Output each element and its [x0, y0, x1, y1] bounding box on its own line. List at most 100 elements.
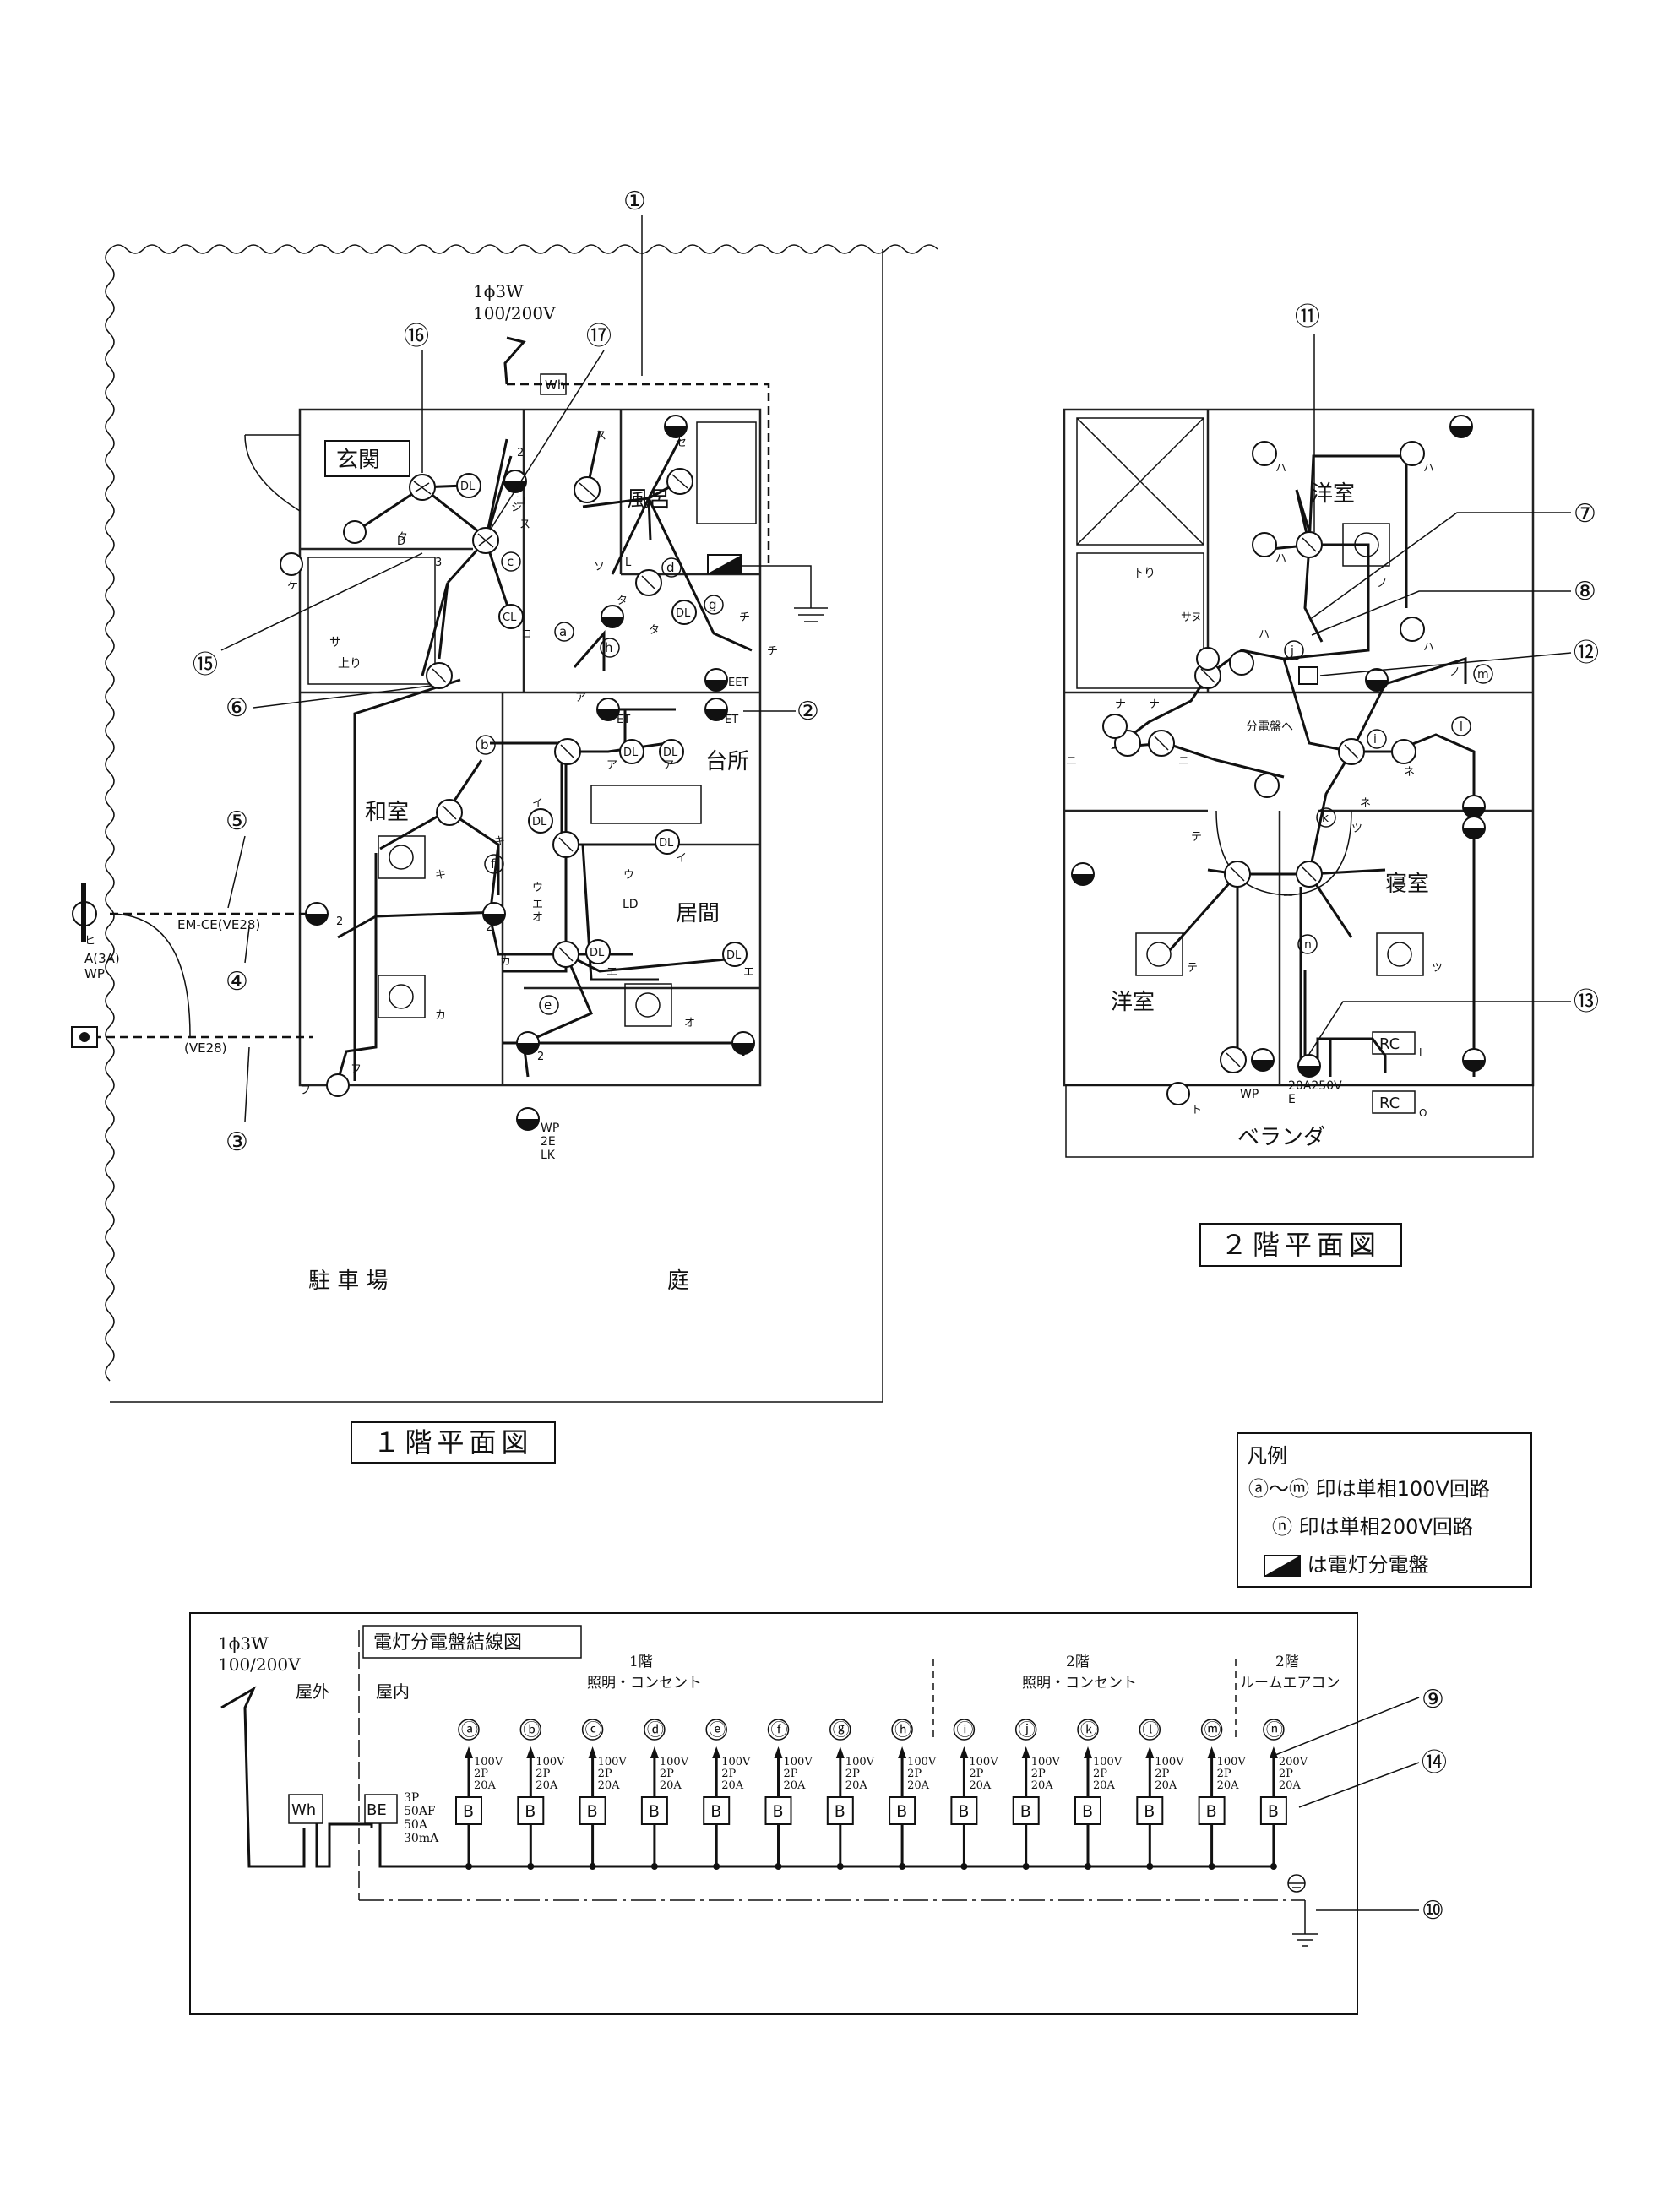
kana-ki: キ [435, 869, 446, 882]
legend: 凡例 ⓐ～ⓜ 印は単相100V回路 ⓝ 印は単相200V回路 は電灯分電盤 [1237, 1432, 1532, 1588]
earth-terminal-mark [1288, 1882, 1305, 1888]
stairs-up: 上り [338, 657, 362, 671]
meter-to-be [315, 1822, 373, 1868]
room-veranda: ベランダ [1237, 1125, 1325, 1150]
meter-label: Wh [545, 378, 565, 393]
floor2-plan: i j k l m n RC RC I O 20A250V E WP 下り 分電… [1063, 408, 1535, 1158]
wh-meter-label: Wh [291, 1801, 316, 1819]
dl-5 [528, 808, 553, 834]
kana2-nu: ヌ [1191, 611, 1202, 624]
branch-node-5 [775, 1863, 782, 1870]
room-shinshitsu: 寝室 [1385, 872, 1429, 897]
bus-bar [378, 1823, 1275, 1868]
cl-1 [498, 604, 524, 629]
site-boundary-top [109, 244, 938, 254]
wh-meter-box [288, 1794, 323, 1824]
area-garden: 庭 [667, 1268, 689, 1294]
void-box [1076, 417, 1204, 546]
branch-spec-13-0: 200V [1279, 1756, 1308, 1768]
branch-spec-0-0: 100V [474, 1756, 503, 1768]
cable-label-1: EM-CE(VE28) [177, 917, 260, 932]
wiring-frame [189, 1612, 1358, 2015]
branch-breaker-label-1: B [525, 1802, 536, 1821]
branch-letter-circle-9 [1014, 1719, 1037, 1741]
outlet-200v-e: E [1288, 1093, 1296, 1106]
branch-node-13 [1270, 1863, 1277, 1870]
dl-2 [671, 600, 697, 625]
branch-letter-11: ⓛ [1142, 1719, 1159, 1740]
outdoor-pole [81, 883, 86, 942]
service-entry [220, 1686, 306, 1868]
ac-2f-2-circle [1146, 942, 1172, 967]
branch-breaker-label-12: B [1206, 1802, 1217, 1821]
branch-breaker-box-1 [517, 1796, 545, 1825]
to-panel: 分電盤へ [1246, 720, 1293, 734]
rc-i-box [1372, 1031, 1416, 1055]
branch-spec-9-1: 2P [1031, 1768, 1046, 1780]
branch-breaker-label-10: B [1082, 1802, 1093, 1821]
room-yoshitsu-1: 洋室 [1311, 481, 1355, 507]
be-spec-3: 50A [404, 1818, 428, 1832]
circuit-e: e [544, 997, 552, 1013]
floor1-voltage: 100/200V [473, 303, 556, 323]
circuit-m: m [1477, 668, 1489, 682]
branch-spec-4-2: 20A [721, 1779, 744, 1792]
group3-sub: ルームエアコン [1240, 1675, 1340, 1692]
branch-spec-4-1: 2P [721, 1768, 736, 1780]
branch-breaker-box-2 [579, 1796, 606, 1825]
service-drop [503, 336, 526, 385]
branch-arrow-4 [712, 1746, 721, 1758]
dl-1 [456, 473, 481, 498]
dl-text-1: DL [460, 481, 476, 493]
circuit-b: b [481, 737, 489, 752]
legend-row-panel: は電灯分電盤 [1264, 1548, 1429, 1578]
branch-spec-9-2: 20A [1031, 1779, 1054, 1792]
branch-breaker-label-11: B [1144, 1802, 1155, 1821]
ac-2f-1 [1342, 523, 1390, 567]
branch-breaker-label-8: B [958, 1802, 969, 1821]
callout-14-leader [1298, 1762, 1420, 1808]
group-dividers [932, 1659, 1237, 1740]
branch-node-9 [1022, 1863, 1030, 1870]
legend-row-100v: ⓐ～ⓜ 印は単相100V回路 [1248, 1472, 1490, 1502]
branch-letter-circle-3 [644, 1719, 666, 1741]
label-indoor: 屋内 [376, 1681, 410, 1702]
floor1-plan: Wh 1ϕ3W 100/200V A(3A) WP EM-CE(VE28) (V… [71, 244, 938, 1403]
branch-arrow-10 [1084, 1746, 1092, 1758]
branch-arrow-12 [1207, 1746, 1216, 1758]
dl-text-6: DL [659, 837, 674, 850]
branch-letter-4: ⓔ [709, 1719, 726, 1740]
branch-spec-2-2: 20A [598, 1779, 621, 1792]
circuit-h: h [605, 640, 613, 655]
circuit-g: g [709, 597, 717, 612]
outlet-lk-label: LK [541, 1149, 556, 1162]
branch-arrow-13 [1269, 1746, 1278, 1758]
ld-label: LD [623, 898, 639, 911]
wp-2f: WP [1240, 1088, 1259, 1101]
wiring-title-box [362, 1625, 582, 1659]
branch-spec-1-0: 100V [536, 1756, 565, 1768]
branch-arrow-5 [774, 1746, 783, 1758]
branch-breaker-box-0 [455, 1796, 482, 1825]
branch-letter-circle-0 [458, 1719, 480, 1741]
room-ima: 居間 [676, 901, 720, 926]
eet-label: EET [728, 676, 748, 689]
outdoor-pole-2 [71, 1026, 98, 1048]
circuit-d: d [666, 560, 675, 575]
kana2-ha-3: ハ [1275, 552, 1286, 565]
branch-letter-12: ⓜ [1204, 1719, 1221, 1740]
branch-arrow-2 [588, 1746, 597, 1758]
room-genkan: 玄関 [336, 448, 380, 473]
junction-box [1298, 666, 1318, 685]
callout-8: ⑧ [1574, 577, 1596, 606]
panel-board-1f [707, 554, 828, 622]
branch-spec-7-0: 100V [907, 1756, 937, 1768]
legend-200v-text: 印は単相200V回路 [1298, 1515, 1473, 1539]
branch-node-6 [836, 1863, 844, 1870]
kana2-ni-2: ニ [1178, 755, 1189, 768]
branch-spec-1-1: 2P [536, 1768, 550, 1780]
branch-spec-3-0: 100V [660, 1756, 689, 1768]
outlet-14 [343, 520, 367, 544]
stairs1 [307, 557, 436, 685]
branch-spec-8-1: 2P [969, 1768, 983, 1780]
